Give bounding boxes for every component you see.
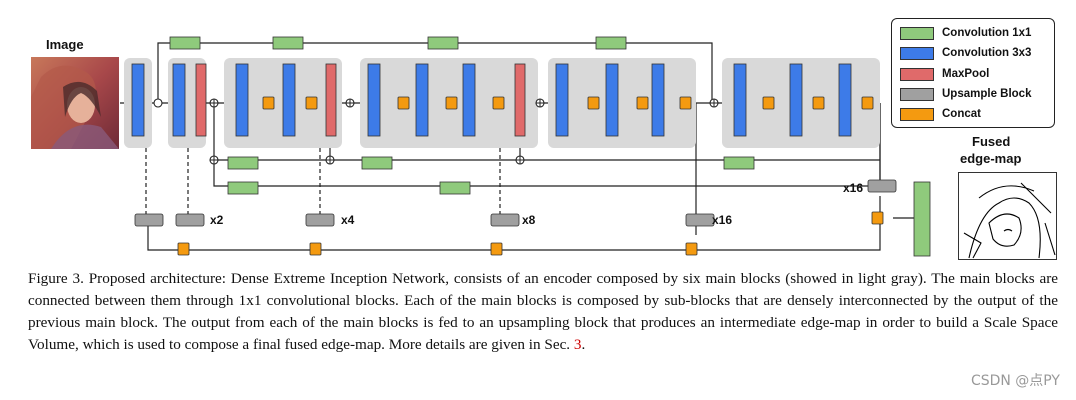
legend-item-conv1x1: Convolution 1x1 xyxy=(900,24,1031,42)
multiplier-x16-a: x16 xyxy=(712,213,733,227)
fusion-conv1x1-block xyxy=(913,181,931,257)
conv3x3-block-1 xyxy=(131,63,145,137)
concat-line xyxy=(147,226,881,251)
legend-swatch xyxy=(900,107,934,121)
concat-block-8 xyxy=(679,96,692,110)
conv3x3-block-5 xyxy=(367,63,381,137)
sum-node xyxy=(515,155,525,165)
figure-caption: Figure 3. Proposed architecture: Dense E… xyxy=(28,268,1058,356)
conv3x3-block-6 xyxy=(415,63,429,137)
concat-block-7 xyxy=(636,96,649,110)
legend-swatch xyxy=(900,26,934,40)
conv1x1-block-9 xyxy=(439,181,471,195)
conv1x1-block-1 xyxy=(169,36,201,50)
concat-block-9 xyxy=(762,96,775,110)
fused-edge-map-image xyxy=(958,172,1057,260)
conv3x3-block-3 xyxy=(235,63,249,137)
upsample-block-6 xyxy=(867,179,897,193)
sum-node xyxy=(345,98,355,108)
maxpool-block-1 xyxy=(195,63,207,137)
fused-label-line1: Fused xyxy=(972,134,1011,149)
legend: Convolution 1x1 Convolution 3x3 MaxPool … xyxy=(891,18,1055,128)
concat-block-12 xyxy=(177,242,190,256)
concat-block-4 xyxy=(445,96,458,110)
conv1x1-block-4 xyxy=(595,36,627,50)
image-label: Image xyxy=(46,37,84,52)
watermark: CSDN @点PY xyxy=(970,373,1060,389)
branch-node xyxy=(153,98,163,108)
conv3x3-block-8 xyxy=(555,63,569,137)
sum-node xyxy=(535,98,545,108)
concat-block-14 xyxy=(490,242,503,256)
conv1x1-block-8 xyxy=(227,181,259,195)
concat-block-10 xyxy=(812,96,825,110)
conv3x3-block-7 xyxy=(462,63,476,137)
upsample-block-3 xyxy=(305,213,335,227)
concat-block-2 xyxy=(305,96,318,110)
legend-item-maxpool: MaxPool xyxy=(900,65,989,83)
upsample-block-4 xyxy=(490,213,520,227)
multiplier-x16-b: x16 xyxy=(843,181,864,195)
conv1x1-block-3 xyxy=(427,36,459,50)
multiplier-x2: x2 xyxy=(210,213,224,227)
upsample-block-5 xyxy=(685,213,715,227)
conv3x3-block-13 xyxy=(838,63,852,137)
caption-end: . xyxy=(581,336,586,353)
legend-swatch xyxy=(900,67,934,81)
upsample-block-2 xyxy=(175,213,205,227)
legend-label: Concat xyxy=(942,108,981,120)
sum-node xyxy=(209,155,219,165)
concat-block-15 xyxy=(685,242,698,256)
conv3x3-block-10 xyxy=(651,63,665,137)
legend-swatch xyxy=(900,46,934,60)
conv3x3-block-9 xyxy=(605,63,619,137)
conv1x1-block-5 xyxy=(227,156,259,170)
conv3x3-block-11 xyxy=(733,63,747,137)
multiplier-x4: x4 xyxy=(341,213,355,227)
main-block-5 xyxy=(548,58,696,148)
sum-node xyxy=(709,98,719,108)
conv3x3-block-4 xyxy=(282,63,296,137)
section-reference-link[interactable]: 3 xyxy=(573,336,582,353)
upsample-block-1 xyxy=(134,213,164,227)
legend-swatch xyxy=(900,87,934,101)
sum-node xyxy=(325,155,335,165)
conv1x1-block-7 xyxy=(723,156,755,170)
conv1x1-block-6 xyxy=(361,156,393,170)
concat-block-5 xyxy=(492,96,505,110)
fused-label-line2: edge-map xyxy=(960,151,1022,166)
legend-item-upsample: Upsample Block xyxy=(900,85,1031,103)
legend-label: Convolution 1x1 xyxy=(942,27,1032,39)
legend-label: Upsample Block xyxy=(942,88,1032,100)
diagram-canvas xyxy=(120,36,931,257)
multiplier-x8: x8 xyxy=(522,213,536,227)
concat-block-3 xyxy=(397,96,410,110)
concat-block-13 xyxy=(309,242,322,256)
legend-item-concat: Concat xyxy=(900,105,981,123)
legend-label: Convolution 3x3 xyxy=(942,47,1032,59)
conv3x3-block-2 xyxy=(172,63,186,137)
architecture-diagram: Image Fused edge-map xyxy=(31,18,1057,260)
sum-node xyxy=(209,98,219,108)
concat-block-16 xyxy=(871,211,884,225)
conv3x3-block-12 xyxy=(789,63,803,137)
caption-text: Figure 3. Proposed architecture: Dense E… xyxy=(28,270,1058,353)
legend-label: MaxPool xyxy=(942,68,990,80)
maxpool-block-2 xyxy=(325,63,337,137)
conv1x1-block-2 xyxy=(272,36,304,50)
concat-block-6 xyxy=(587,96,600,110)
legend-item-conv3x3: Convolution 3x3 xyxy=(900,44,1031,62)
input-image xyxy=(31,57,119,149)
concat-block-1 xyxy=(262,96,275,110)
concat-block-11 xyxy=(861,96,874,110)
maxpool-block-3 xyxy=(514,63,526,137)
